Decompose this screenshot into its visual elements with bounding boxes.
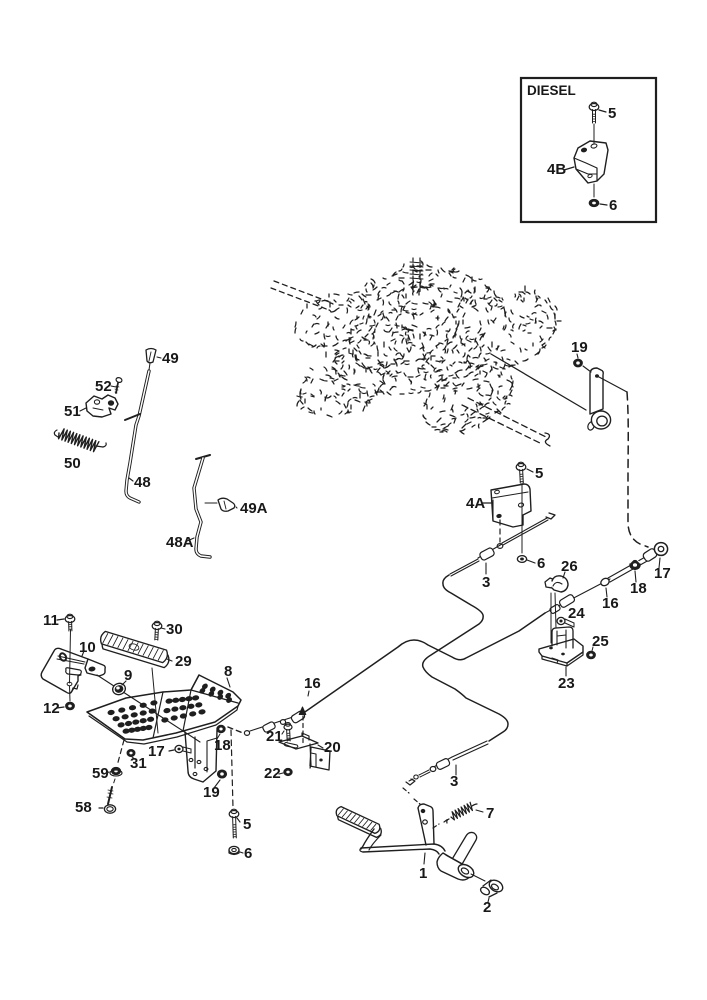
svg-text:5: 5 [535,465,543,482]
svg-text:12: 12 [43,700,60,717]
svg-text:22: 22 [264,765,281,782]
svg-text:16: 16 [602,595,619,612]
svg-text:1: 1 [419,865,427,882]
svg-text:18: 18 [214,737,231,754]
svg-text:6: 6 [537,555,545,572]
svg-text:4A: 4A [466,495,485,512]
svg-text:10: 10 [79,639,96,656]
svg-text:7: 7 [486,805,494,822]
svg-text:51: 51 [64,403,81,420]
svg-text:2: 2 [483,899,491,916]
svg-text:8: 8 [224,663,232,680]
svg-text:49: 49 [162,350,179,367]
svg-text:11: 11 [43,612,59,629]
svg-text:19: 19 [203,784,220,801]
svg-text:18: 18 [630,580,647,597]
svg-text:25: 25 [592,633,609,650]
svg-text:9: 9 [124,667,132,684]
svg-text:58: 58 [75,799,92,816]
svg-text:5: 5 [608,105,616,122]
svg-text:48: 48 [134,474,151,491]
svg-text:26: 26 [561,558,578,575]
svg-text:50: 50 [64,455,81,472]
svg-text:59: 59 [92,765,109,782]
svg-text:3: 3 [450,773,458,790]
svg-text:DIESEL: DIESEL [527,83,576,98]
svg-text:5: 5 [243,816,251,833]
svg-text:48A: 48A [166,534,194,551]
svg-text:6: 6 [244,845,252,862]
svg-text:17: 17 [148,743,165,760]
svg-text:24: 24 [568,605,585,622]
svg-text:31: 31 [130,755,147,772]
svg-text:52: 52 [95,378,112,395]
svg-text:4B: 4B [547,161,566,178]
svg-text:19: 19 [571,339,588,356]
svg-text:30: 30 [166,621,183,638]
svg-text:16: 16 [304,675,321,692]
svg-text:29: 29 [175,653,192,670]
svg-text:20: 20 [324,739,341,756]
svg-text:49A: 49A [240,500,268,517]
svg-text:23: 23 [558,675,575,692]
svg-text:17: 17 [654,565,671,582]
svg-text:6: 6 [609,197,617,214]
svg-text:21: 21 [266,728,283,745]
svg-text:3: 3 [482,574,490,591]
